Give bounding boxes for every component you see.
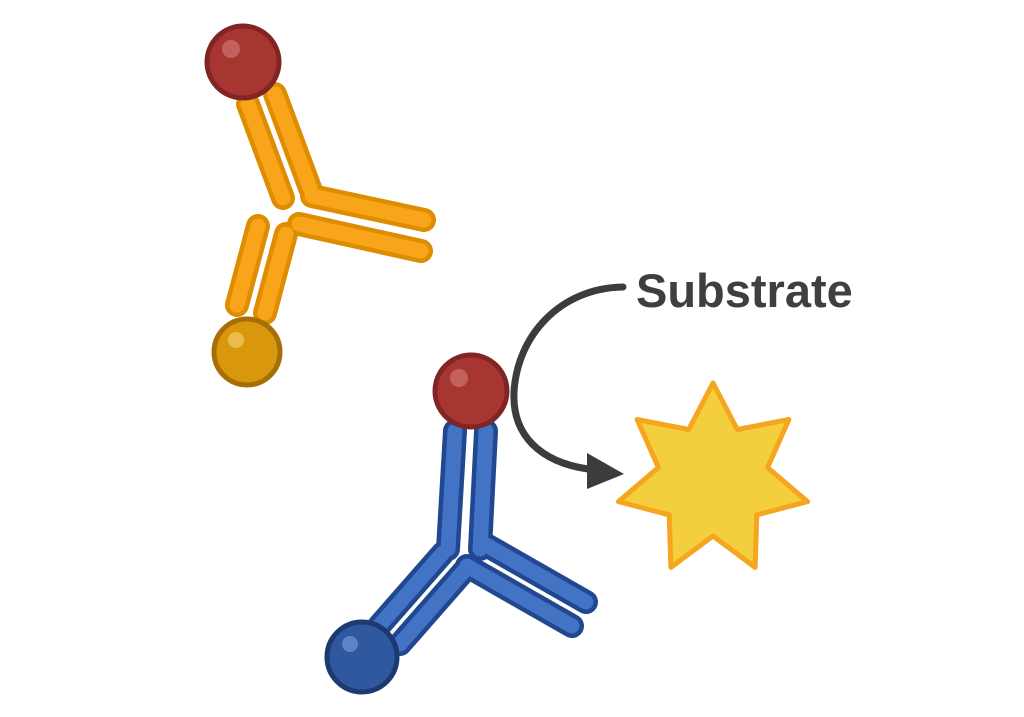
orange-stem-bar2-fill <box>267 86 318 196</box>
tag-sphere-gold-highlight <box>228 332 244 348</box>
substrate-arrow <box>510 283 627 489</box>
orange-arm-right-inner-fill <box>304 188 432 228</box>
substrate-star <box>615 380 811 570</box>
blue-arm-left-outer-fill <box>371 545 451 634</box>
substrate-arrowhead <box>587 453 624 489</box>
enzyme-sphere-orange-antibody <box>204 23 282 101</box>
enzyme-sphere-blue-highlight <box>450 369 468 387</box>
blue-antibody-fill-layer <box>371 423 594 652</box>
orange-arm-right-outer-fill <box>291 216 429 259</box>
blue-stem-bar1-fill <box>440 423 463 557</box>
orange-antibody-fill-layer <box>229 86 432 321</box>
orange-arm-down-inner-fill <box>257 226 294 321</box>
blue-arm-left-inner-fill <box>392 563 472 652</box>
blue-stem-bar2-fill <box>472 423 494 557</box>
enzyme-sphere-blue-antibody <box>432 352 510 430</box>
blue-antibody <box>324 352 598 695</box>
substrate-arrow-curve <box>510 283 627 473</box>
orange-arm-down-outer-fill <box>229 218 266 313</box>
substrate-label: Substrate <box>636 264 853 317</box>
orange-antibody <box>204 23 436 388</box>
orange-stem-bar1-fill <box>240 96 291 206</box>
blue-arm-right-outer-fill <box>459 558 580 634</box>
enzyme-sphere-orange-highlight <box>222 40 240 58</box>
blue-arm-right-inner-fill <box>473 534 594 610</box>
tag-sphere-gold <box>211 316 283 388</box>
tag-sphere-blue-highlight <box>342 636 358 652</box>
tag-sphere-blue <box>324 619 400 695</box>
